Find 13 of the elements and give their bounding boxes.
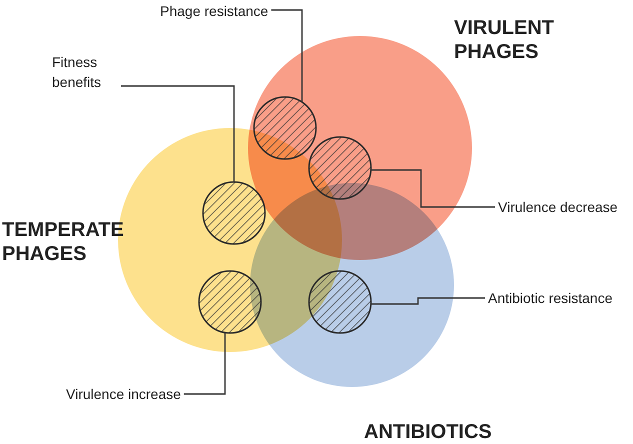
leader-line — [370, 297, 485, 305]
set-title: TEMPERATE PHAGES — [2, 218, 122, 266]
set-title: ANTIBIOTICS — [364, 420, 493, 444]
callout-label: Fitness benefits — [52, 53, 102, 92]
leader-line — [121, 85, 235, 182]
leader-line — [370, 169, 495, 208]
callout-label: Virulence increase — [66, 385, 181, 404]
callout-label: Antibiotic resistance — [488, 289, 613, 308]
leader-line — [271, 9, 303, 102]
callout-label: Phage resistance — [160, 2, 268, 21]
set-title: VIRULENT PHAGES — [454, 16, 555, 64]
callout-label: Virulence decrease — [498, 198, 618, 217]
leader-line — [184, 332, 226, 395]
